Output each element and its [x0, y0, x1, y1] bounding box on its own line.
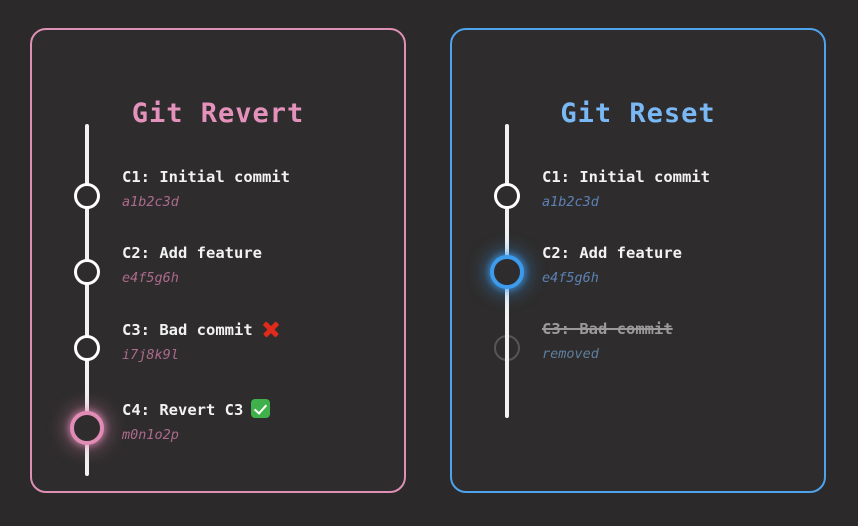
revert-commit-row-3: C3: Bad commit i7j8k9l — [32, 321, 404, 395]
git-reset-panel: Git Reset C1: Initial commit a1b2c3d C2:… — [450, 28, 826, 493]
revert-commit-row-2: C2: Add feature e4f5g6h — [32, 244, 404, 319]
reset-commit-node-c2-highlighted — [490, 255, 524, 289]
commit-node-c2 — [74, 259, 100, 285]
reset-commit-text-c1: C1: Initial commit a1b2c3d — [542, 167, 710, 212]
reset-commit-hash-c3: removed — [542, 346, 599, 362]
commit-node-c1 — [74, 183, 100, 209]
reset-commit-row-3: C3: Bad commit removed — [452, 320, 824, 395]
revert-timeline-rail — [85, 124, 89, 476]
commit-text-c1: C1: Initial commit a1b2c3d — [122, 167, 290, 212]
revert-commit-row-1: C1: Initial commit a1b2c3d — [32, 168, 404, 243]
commit-hash-c2: e4f5g6h — [122, 270, 179, 286]
commit-text-c4: C4: Revert C3 m0n1o2p — [122, 399, 271, 445]
commit-hash-c4: m0n1o2p — [122, 427, 179, 443]
commit-text-c3: C3: Bad commit i7j8k9l — [122, 319, 280, 365]
commit-hash-c3: i7j8k9l — [122, 347, 179, 363]
reset-commit-hash-c1: a1b2c3d — [542, 194, 599, 210]
reset-commit-row-2: C2: Add feature e4f5g6h — [452, 244, 824, 319]
revert-commit-row-4: C4: Revert C3 m0n1o2p — [32, 399, 404, 475]
commit-message-c4-label: C4: Revert C3 — [122, 401, 244, 419]
reset-commit-node-c3-removed — [494, 335, 520, 361]
reset-commit-message-c1: C1: Initial commit — [542, 168, 710, 186]
commit-message-c3: C3: Bad commit — [122, 319, 280, 340]
git-revert-title: Git Revert — [131, 98, 305, 130]
commit-text-c2: C2: Add feature e4f5g6h — [122, 243, 262, 288]
commit-message-c2: C2: Add feature — [122, 244, 262, 262]
reset-commit-message-c2: C2: Add feature — [542, 244, 682, 262]
reset-commit-text-c3: C3: Bad commit removed — [542, 319, 673, 364]
commit-message-c3-label: C3: Bad commit — [122, 321, 253, 339]
commit-message-c1: C1: Initial commit — [122, 168, 290, 186]
reset-commit-hash-c2: e4f5g6h — [542, 270, 599, 286]
reset-commit-text-c2: C2: Add feature e4f5g6h — [542, 243, 682, 288]
commit-node-c4-highlighted — [70, 411, 104, 445]
reset-commit-message-c3: C3: Bad commit — [542, 320, 673, 338]
git-reset-title: Git Reset — [560, 98, 716, 130]
commit-node-c3 — [74, 335, 100, 361]
commit-message-c4: C4: Revert C3 — [122, 399, 271, 420]
cross-mark-icon — [261, 319, 280, 338]
commit-hash-c1: a1b2c3d — [122, 194, 179, 210]
git-revert-panel: Git Revert C1: Initial commit a1b2c3d C2… — [30, 28, 406, 493]
reset-commit-node-c1 — [494, 183, 520, 209]
check-mark-icon — [251, 399, 271, 418]
reset-commit-row-1: C1: Initial commit a1b2c3d — [452, 168, 824, 243]
